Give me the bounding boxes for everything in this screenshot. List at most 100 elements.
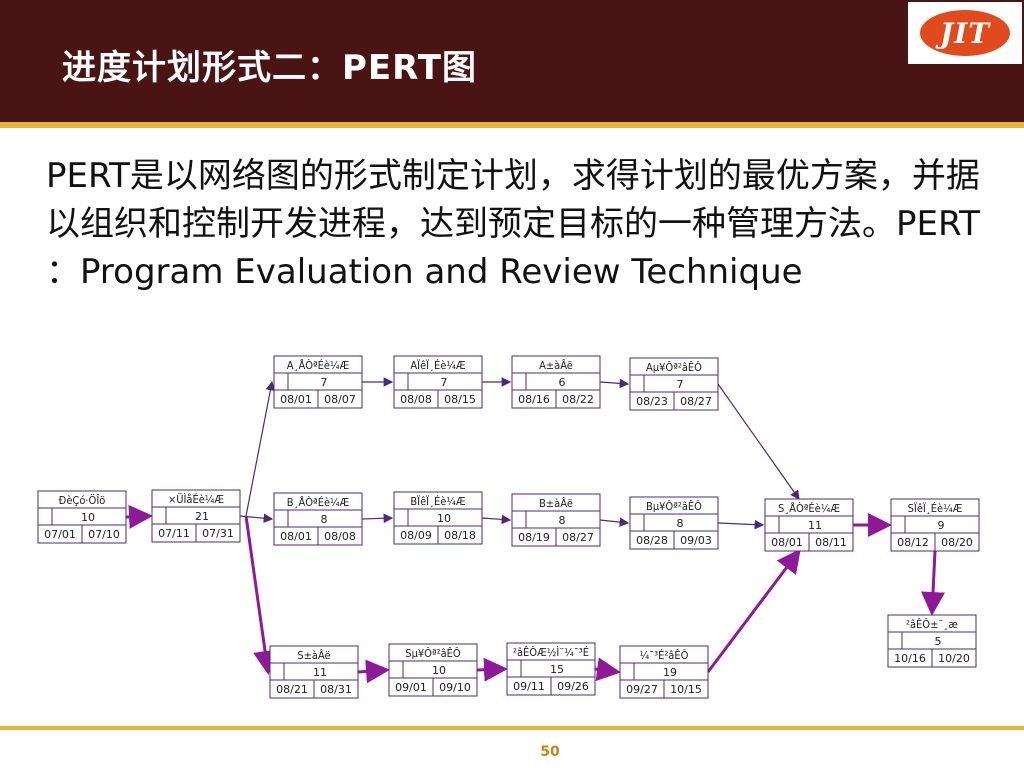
node-end-date: 08/22 (562, 393, 594, 406)
critical-path-arrow (921, 550, 946, 616)
node-start-date: 09/27 (626, 683, 658, 696)
node-task-label: Sµ¥Ôª²âÊÔ (405, 647, 461, 660)
node-end-date: 10/20 (938, 652, 970, 665)
dependency-arrow (599, 378, 630, 389)
node-duration: 8 (321, 513, 328, 526)
node-duration: 11 (313, 666, 327, 679)
pert-node: B¸ÅÒªÉè¼Æ 8 08/01 08/08 (273, 492, 363, 546)
pert-node: ÐèÇó·ÖÎö 10 07/01 07/10 (37, 490, 127, 544)
node-end-date: 07/10 (88, 528, 120, 541)
node-task-label: A¸ÅÒªÉè¼Æ (287, 359, 350, 372)
node-end-date: 10/15 (670, 683, 702, 696)
node-start-date: 09/11 (513, 680, 545, 693)
node-end-date: 08/27 (680, 395, 712, 408)
node-start-date: 08/08 (400, 393, 432, 406)
pert-node: ²âÊÔÆ½Ì¨¼¯³É 15 09/11 09/26 (506, 642, 596, 696)
node-end-date: 09/10 (439, 681, 471, 694)
pert-node: Sµ¥Ôª²âÊÔ 10 09/01 09/10 (388, 643, 478, 697)
node-duration: 21 (195, 510, 209, 523)
node-start-date: 08/01 (280, 393, 312, 406)
node-duration: 7 (677, 378, 684, 391)
node-task-label: ¼¯³É²âÊÔ (640, 649, 689, 662)
node-task-label: A±àÂë (539, 359, 573, 372)
critical-path-arrow (594, 657, 621, 682)
critical-path-arrow (357, 659, 390, 684)
node-duration: 11 (808, 519, 822, 532)
node-duration: 8 (677, 517, 684, 530)
node-duration: 10 (81, 511, 95, 524)
jit-logo: JIT (908, 2, 1022, 64)
node-task-label: S¸ÅÒªÉè¼Æ (778, 502, 840, 515)
critical-path-arrow (706, 548, 801, 673)
header-divider (0, 122, 1024, 128)
critical-path-arrow (476, 657, 508, 682)
node-start-date: 08/12 (897, 536, 929, 549)
node-start-date: 07/11 (158, 527, 190, 540)
node-task-label: AÏêÏ¸Éè¼Æ (410, 359, 466, 372)
node-task-label: B¸ÅÒªÉè¼Æ (287, 496, 350, 509)
node-task-label: Bµ¥Ôª²âÊÔ (646, 500, 702, 513)
node-task-label: S±àÂë (297, 649, 330, 662)
pert-node: SÏêÏ¸Éè¼Æ 9 08/12 08/20 (890, 498, 980, 552)
node-start-date: 08/01 (771, 536, 803, 549)
node-duration: 8 (559, 514, 566, 527)
pert-node: S¸ÅÒªÉè¼Æ 11 08/01 08/11 (764, 498, 854, 552)
node-end-date: 09/26 (557, 680, 589, 693)
pert-node: ²âÊÔ±¨¸æ 5 10/16 10/20 (887, 614, 977, 668)
dependency-arrow (245, 380, 276, 517)
node-duration: 9 (938, 519, 945, 532)
pert-node: AÏêÏ¸Éè¼Æ 7 08/08 08/15 (393, 355, 483, 409)
edge-layer (125, 377, 946, 684)
node-duration: 10 (432, 664, 446, 677)
node-end-date: 08/31 (320, 683, 352, 696)
node-end-date: 08/18 (444, 529, 476, 542)
dependency-arrow (599, 517, 630, 527)
pert-node: B±àÂë 8 08/19 08/27 (511, 493, 601, 547)
dependency-arrow (481, 514, 512, 525)
node-start-date: 08/28 (636, 534, 668, 547)
node-task-label: ×ÜÌåÉè¼Æ (168, 493, 224, 506)
node-duration: 5 (935, 635, 942, 648)
node-task-label: B±àÂë (539, 497, 573, 510)
node-duration: 15 (550, 663, 564, 676)
node-duration: 10 (437, 512, 451, 525)
footer-divider (0, 726, 1024, 730)
header-bar: 进度计划形式二：PERT图 JIT (0, 0, 1024, 122)
node-start-date: 08/21 (276, 683, 308, 696)
node-task-label: Aµ¥Ôª²âÊÔ (646, 361, 702, 374)
dependency-arrow (361, 513, 394, 524)
node-start-date: 08/19 (518, 531, 550, 544)
pert-node: S±àÂë 11 08/21 08/31 (269, 645, 359, 699)
node-start-date: 08/01 (280, 530, 312, 543)
node-start-date: 08/23 (636, 395, 668, 408)
node-start-date: 07/01 (44, 528, 76, 541)
node-end-date: 08/08 (324, 530, 356, 543)
pert-node: ¼¯³É²âÊÔ 19 09/27 10/15 (619, 645, 709, 699)
node-end-date: 09/03 (680, 534, 712, 547)
node-end-date: 08/15 (444, 393, 476, 406)
node-start-date: 09/01 (395, 681, 427, 694)
node-duration: 6 (559, 376, 566, 389)
pert-node: Bµ¥Ôª²âÊÔ 8 08/28 09/03 (629, 496, 719, 550)
page-title: 进度计划形式二：PERT图 (62, 48, 477, 88)
logo-oval: JIT (920, 10, 1010, 56)
node-duration: 19 (663, 666, 677, 679)
node-end-date: 08/27 (562, 531, 594, 544)
node-task-label: SÏêÏ¸Éè¼Æ (908, 502, 963, 515)
node-duration: 7 (441, 376, 448, 389)
node-end-date: 08/20 (941, 536, 973, 549)
node-end-date: 08/11 (815, 536, 847, 549)
page-number: 50 (540, 744, 560, 760)
node-task-label: ²âÊÔ±¨¸æ (906, 618, 958, 631)
node-task-label: ²âÊÔÆ½Ì¨¼¯³É (513, 646, 589, 659)
node-task-label: BÏêÏ¸Éè¼Æ (410, 495, 466, 508)
node-task-label: ÐèÇó·ÖÎö (59, 494, 106, 507)
node-start-date: 10/16 (894, 652, 926, 665)
critical-path-arrow (244, 515, 277, 675)
